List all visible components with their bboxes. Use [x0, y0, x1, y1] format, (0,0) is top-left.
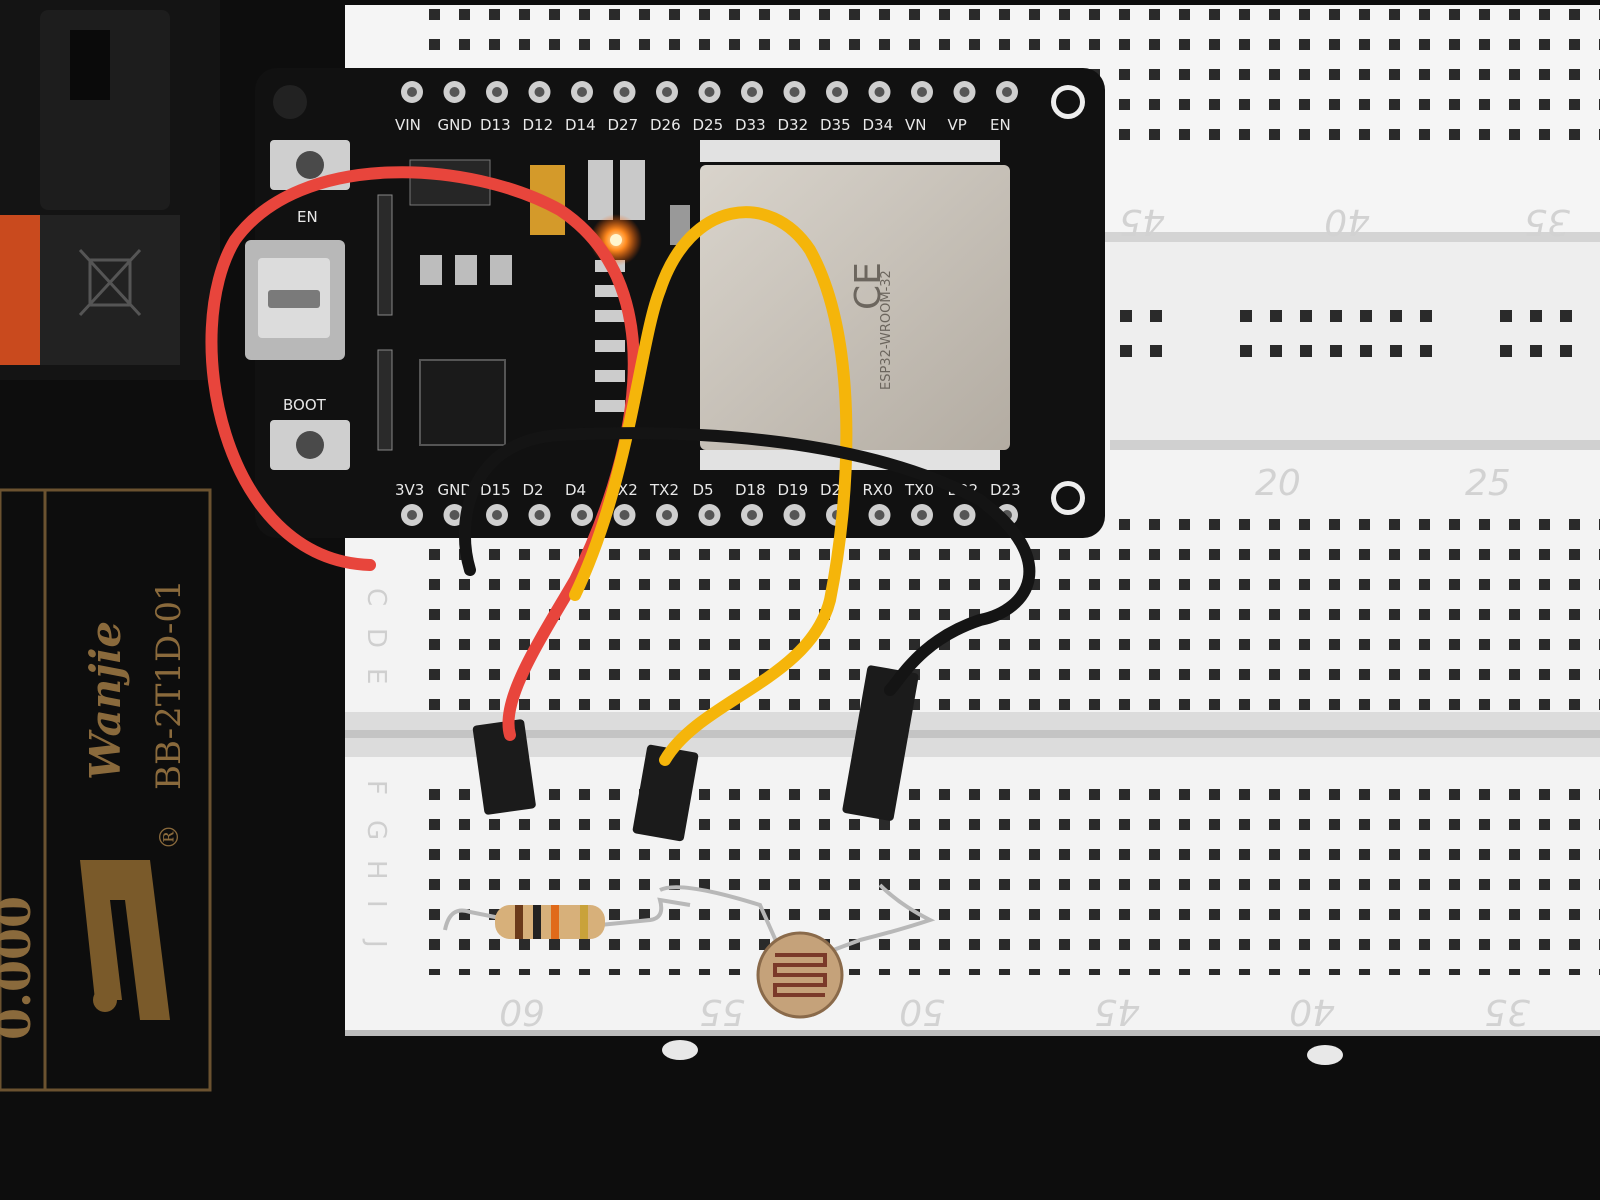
top-pin-label: D13: [480, 116, 511, 134]
top-pin-hole: [534, 87, 545, 97]
bottom-pin-label: D2: [523, 481, 544, 499]
photoresistor: [659, 883, 936, 1019]
bottom-pin-hole: [874, 510, 885, 520]
top-pin-label: GND: [438, 116, 472, 134]
top-pin-label: D26: [650, 116, 681, 134]
top-pin-hole: [832, 87, 842, 97]
mat-panel: [0, 488, 212, 1092]
bb-letter-g: G: [361, 820, 391, 840]
bb-top-number-2: 40: [1324, 201, 1370, 242]
bb-bottom-number-1: 60: [499, 991, 545, 1032]
top-pin-hole: [789, 87, 800, 97]
boot-label: BOOT: [283, 396, 327, 414]
bottom-pin-label: D23: [990, 481, 1021, 499]
mat-brand: Wanjie: [81, 621, 130, 780]
usb-uart-chip: [419, 359, 506, 446]
top-pin-label: D12: [523, 116, 554, 134]
top-pin-hole: [619, 87, 630, 97]
mat-side-text: 0.000: [0, 896, 41, 1040]
mat-registered: ®: [155, 824, 185, 850]
black-wire-header: [842, 665, 919, 821]
cable-orange-band: [0, 215, 40, 365]
black-jumper-wire: [458, 427, 1036, 696]
bottom-pin-hole: [704, 510, 715, 520]
bb-letter-e: E: [361, 668, 391, 684]
esp32-module-shield: [700, 165, 1010, 450]
top-pin-label: D14: [565, 116, 596, 134]
bb-letter-c: C: [361, 588, 391, 606]
top-pin-hole: [704, 87, 715, 97]
bottom-pin-label: RX0: [863, 481, 893, 499]
bottom-pin-label: 3V3: [395, 481, 424, 499]
module-ce-mark: CE: [848, 262, 889, 310]
bottom-pin-label: D19: [778, 481, 809, 499]
bottom-pin-hole: [534, 510, 545, 520]
red-wire-header: [472, 719, 536, 815]
bb-bottom-number-4: 45: [1094, 991, 1140, 1032]
top-pin-label: D27: [608, 116, 639, 134]
bb-letter-f: F: [361, 780, 391, 795]
top-pin-hole: [874, 87, 885, 97]
top-pin-hole: [917, 87, 927, 97]
yellow-wire-header: [632, 744, 699, 842]
top-pin-label: D35: [820, 116, 851, 134]
bottom-pin-hole: [789, 510, 800, 520]
bb-letter-h: H: [361, 860, 391, 880]
bottom-pin-hole: [747, 510, 757, 520]
bb-bottom-number-2: 55: [699, 991, 745, 1032]
bb-bottom-number-3: 50: [899, 991, 945, 1032]
bottom-pin-hole: [492, 510, 502, 520]
top-pin-hole: [747, 87, 757, 97]
recycle-bin-icon: [78, 248, 142, 317]
brand-logo-icon: [80, 860, 170, 1020]
top-pin-hole: [492, 87, 502, 97]
bb-letter-d: D: [361, 628, 391, 648]
bottom-pin-hole: [917, 510, 927, 520]
module-model: ESP32-WROOM-32: [879, 270, 894, 390]
power-rail-holes: [1120, 310, 1572, 357]
mat-model: BB-2T1D-01: [149, 579, 189, 790]
bb-bottom-number-6: 35: [1484, 991, 1530, 1032]
top-pin-hole: [407, 87, 417, 97]
bottom-pin-label: D15: [480, 481, 511, 499]
top-pin-hole: [577, 87, 587, 97]
esp32-board: CE ESP32-WROOM-32 EN BOOT: [245, 68, 1105, 538]
top-pin-hole: [959, 87, 970, 97]
bb-top-number-3: 35: [1524, 201, 1570, 242]
bb-mid-number-1: 20: [1255, 463, 1301, 504]
top-pin-hole: [662, 87, 672, 97]
bottom-pin-hole: [619, 510, 630, 520]
resistor: [443, 897, 691, 939]
top-pin-label: VN: [905, 116, 926, 134]
bottom-pin-hole: [959, 510, 970, 520]
red-jumper-wire: [205, 166, 640, 741]
yellow-jumper-wire: [569, 206, 853, 766]
top-pin-label: D34: [863, 116, 894, 134]
bottom-pin-label: TX0: [904, 481, 934, 499]
bb-mid-number-2: 25: [1465, 463, 1511, 504]
bb-letter-j: J: [361, 938, 391, 948]
top-pin-label: D33: [735, 116, 766, 134]
bottom-pin-label: GND: [438, 481, 472, 499]
top-pin-label: D25: [693, 116, 724, 134]
bottom-pin-label: TX2: [649, 481, 679, 499]
bb-letter-i: I: [361, 900, 391, 908]
bottom-pin-hole: [449, 510, 460, 520]
top-pin-label: VP: [948, 116, 967, 134]
bottom-pin-label: D4: [565, 481, 586, 499]
top-pin-hole: [1002, 87, 1012, 97]
top-pin-label: EN: [990, 116, 1011, 134]
bottom-pin-label: D5: [693, 481, 714, 499]
bottom-pin-hole: [407, 510, 417, 520]
top-pin-label: VIN: [395, 116, 421, 134]
bottom-pin-hole: [662, 510, 672, 520]
bb-bottom-number-5: 40: [1289, 991, 1335, 1032]
top-pin-hole: [449, 87, 460, 97]
bottom-pin-hole: [577, 510, 587, 520]
en-label: EN: [297, 208, 318, 226]
bb-top-number-1: 45: [1119, 201, 1165, 242]
top-pin-label: D32: [778, 116, 809, 134]
bottom-pin-label: D18: [735, 481, 766, 499]
